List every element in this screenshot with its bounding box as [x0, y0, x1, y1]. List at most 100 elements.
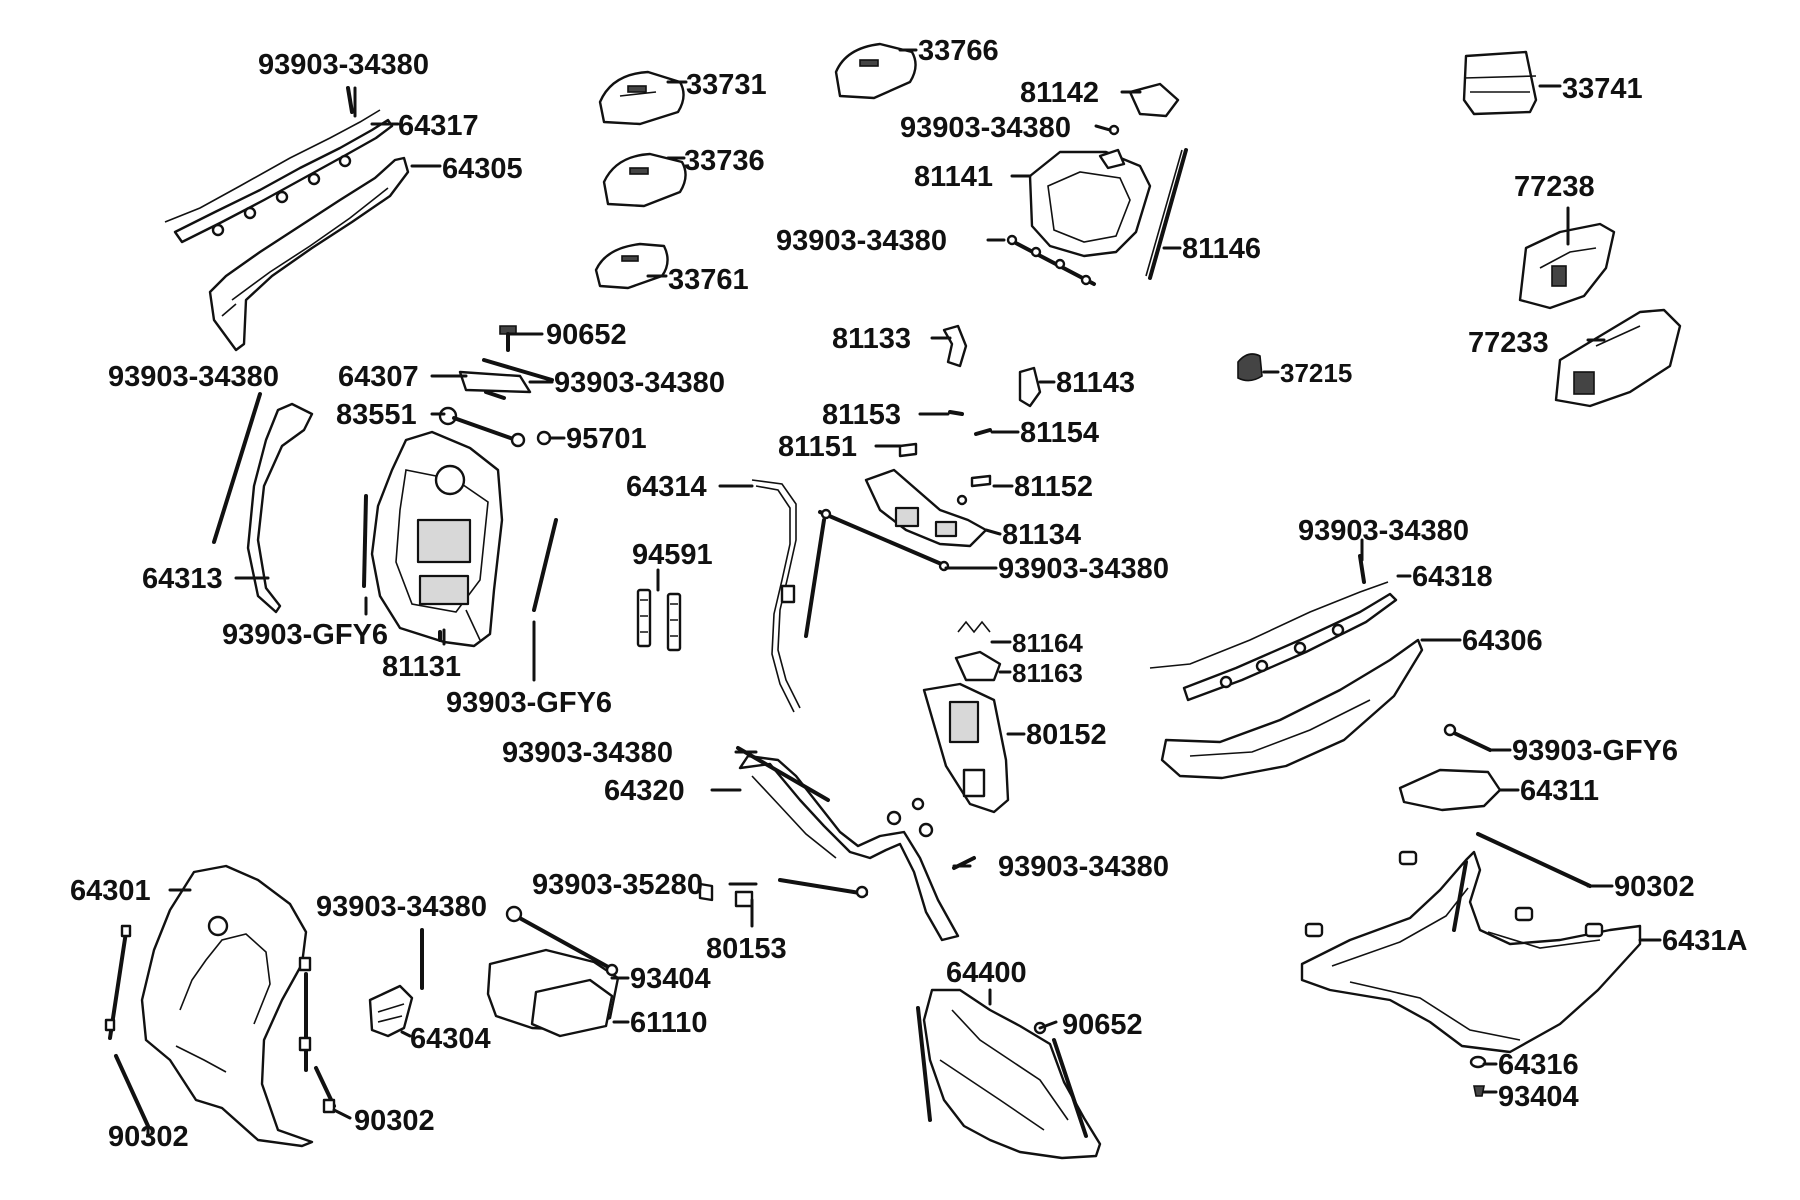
label-64304: 64304 [410, 1023, 491, 1055]
part-box-77238 [1518, 222, 1616, 310]
label-93903-34380-j: 93903-34380 [316, 891, 487, 923]
label-93903-34380-e: 93903-34380 [108, 361, 279, 393]
label-81134: 81134 [1002, 519, 1081, 551]
part-cover-33736 [602, 152, 687, 208]
label-80153: 80153 [706, 933, 787, 965]
part-rod-81146 [1145, 148, 1188, 280]
label-33766: 33766 [918, 35, 999, 67]
part-screws-81141 [1006, 124, 1120, 286]
label-81142: 81142 [1020, 77, 1099, 109]
part-front-shield-64301 [140, 864, 314, 1148]
label-33761: 33761 [668, 264, 749, 296]
part-glovebox-81141 [1028, 148, 1152, 258]
label-90652-a: 90652 [546, 319, 627, 351]
label-64317: 64317 [398, 110, 479, 142]
part-bracket-81142 [1128, 82, 1180, 118]
label-64301: 64301 [70, 875, 151, 907]
part-strip-64318 [1149, 554, 1398, 702]
leader-lines [146, 48, 1662, 1136]
label-64313: 64313 [142, 563, 223, 595]
part-cover-61110 [486, 905, 620, 1038]
part-floor-pan-6431A [1300, 832, 1642, 1054]
part-bracket-81133 [942, 324, 968, 368]
label-93903-gfy6-c: 93903-GFY6 [1512, 735, 1678, 767]
label-33731: 33731 [686, 69, 767, 101]
part-lock-80152 [922, 682, 1010, 814]
label-93404-b: 93404 [1498, 1081, 1579, 1113]
part-cover-33741 [1462, 50, 1538, 116]
label-81143: 81143 [1056, 367, 1135, 399]
label-81151: 81151 [778, 431, 857, 463]
label-93903-34380-d: 93903-34380 [554, 367, 725, 399]
label-93903-34380-c: 93903-34380 [776, 225, 947, 257]
label-64314: 64314 [626, 471, 707, 503]
label-90652-b: 90652 [1062, 1009, 1143, 1041]
label-37215: 37215 [1280, 358, 1352, 388]
part-pin-81154 [974, 428, 992, 436]
part-inner-panel-81131 [370, 430, 504, 648]
label-33736: 33736 [684, 145, 765, 177]
part-clips-90302-left [104, 924, 150, 1128]
label-64320: 64320 [604, 775, 685, 807]
label-6431A: 6431A [1662, 925, 1748, 957]
label-77238: 77238 [1514, 171, 1595, 203]
part-emblem-64304 [368, 928, 424, 1038]
label-94591: 94591 [632, 539, 713, 571]
part-spring-81164 [957, 620, 991, 634]
label-83551: 83551 [336, 399, 417, 431]
label-80152: 80152 [1026, 719, 1107, 751]
label-61110: 61110 [630, 1007, 707, 1039]
label-81154: 81154 [1020, 417, 1099, 449]
label-64318: 64318 [1412, 561, 1493, 593]
label-90302-a: 90302 [1614, 871, 1695, 903]
label-64316: 64316 [1498, 1049, 1579, 1081]
label-81146: 81146 [1182, 233, 1261, 265]
label-81164: 81164 [1012, 628, 1083, 658]
part-cap-64316 [1469, 1055, 1487, 1069]
label-group: 93903-34380 64317 64305 33731 33736 3376… [70, 35, 1748, 1153]
part-tunnel-64320 [736, 746, 976, 942]
label-64311: 64311 [1520, 775, 1599, 807]
part-screws-64320 [698, 797, 934, 908]
part-lower-panel-64400 [916, 988, 1102, 1160]
part-pin-81153 [948, 410, 964, 416]
part-side-cover-64305 [208, 156, 410, 352]
label-93404-a: 93404 [630, 963, 711, 995]
label-64306: 64306 [1462, 625, 1543, 657]
part-latch-81134 [864, 468, 988, 548]
part-clips-90302-right [298, 956, 336, 1114]
label-90302-b: 90302 [108, 1121, 189, 1153]
part-clip-37215 [1237, 353, 1263, 382]
label-81133: 81133 [832, 323, 911, 355]
part-grommet-83551 [438, 406, 526, 448]
part-cover-64311 [1398, 723, 1502, 812]
part-rods-93903-gfy6 [362, 494, 558, 642]
label-64307: 64307 [338, 361, 419, 393]
part-strip-64313 [212, 392, 314, 614]
part-cover-33766 [834, 42, 917, 100]
part-bracket-64307 [458, 358, 554, 400]
label-90302-c: 90302 [354, 1105, 435, 1137]
part-clip-81163 [954, 650, 1002, 682]
label-93903-34380-h: 93903-34380 [502, 737, 673, 769]
label-81152: 81152 [1014, 471, 1093, 503]
label-81153: 81153 [822, 399, 901, 431]
label-81131: 81131 [382, 651, 461, 683]
label-93903-34380-a: 93903-34380 [258, 49, 429, 81]
label-93903-34380-f: 93903-34380 [998, 553, 1169, 585]
part-side-cover-64306 [1160, 638, 1424, 780]
label-93903-34380-g: 93903-34380 [1298, 515, 1469, 547]
part-screw-93404-right [1473, 1085, 1485, 1097]
label-64400: 64400 [946, 957, 1027, 989]
label-93903-34380-i: 93903-34380 [998, 851, 1169, 883]
label-77233: 77233 [1468, 327, 1549, 359]
label-81141: 81141 [914, 161, 993, 193]
label-93903-gfy6-a: 93903-GFY6 [222, 619, 388, 651]
part-clip-81152 [956, 474, 992, 506]
label-93903-34380-b: 93903-34380 [900, 112, 1071, 144]
label-33741: 33741 [1562, 73, 1643, 105]
part-clip-81151 [898, 442, 918, 458]
label-95701: 95701 [566, 423, 647, 455]
part-bracket-81143 [1018, 366, 1042, 408]
